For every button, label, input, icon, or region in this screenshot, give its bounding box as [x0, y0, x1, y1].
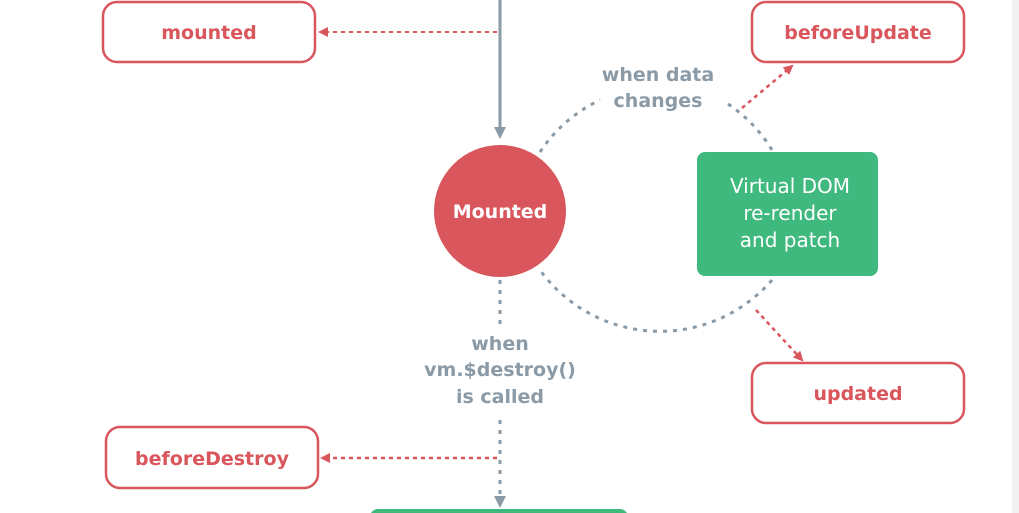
mounted-state-label: Mounted	[453, 201, 548, 223]
updated-hook-label: updated	[813, 383, 902, 405]
destroy-line2: vm.$destroy()	[424, 359, 576, 381]
destroy-line3: is called	[456, 386, 544, 408]
update-loop-arc-right-top	[727, 102, 774, 151]
before-update-hook-label: beforeUpdate	[784, 22, 931, 44]
scrollbar-track[interactable]	[1012, 0, 1019, 513]
before-update-hook-box: beforeUpdate	[750, 0, 966, 64]
before-update-hook-arrow	[741, 64, 794, 109]
virtual-dom-line3: and patch	[740, 228, 840, 252]
mounted-hook-label: mounted	[161, 22, 256, 44]
virtual-dom-line2: re-render	[743, 201, 837, 225]
data-changes-line1: when data	[602, 64, 714, 86]
updated-hook-arrow	[755, 309, 804, 362]
destroy-line1: when	[471, 333, 529, 355]
update-loop-arc-top	[538, 98, 601, 153]
data-changes-label: when data changes	[602, 64, 714, 112]
mounted-state-node: Mounted	[434, 145, 566, 277]
next-state-node-partial	[371, 509, 627, 513]
virtual-dom-node: Virtual DOM re-render and patch	[697, 152, 878, 276]
mounted-hook-box: mounted	[101, 0, 317, 64]
destroy-called-label: when vm.$destroy() is called	[424, 333, 576, 408]
before-destroy-hook-label: beforeDestroy	[135, 448, 290, 470]
data-changes-line2: changes	[614, 90, 703, 112]
virtual-dom-line1: Virtual DOM	[730, 174, 850, 198]
updated-hook-box: updated	[750, 361, 966, 425]
update-loop-arc-bottom	[538, 269, 774, 333]
before-destroy-hook-box: beforeDestroy	[104, 425, 320, 490]
